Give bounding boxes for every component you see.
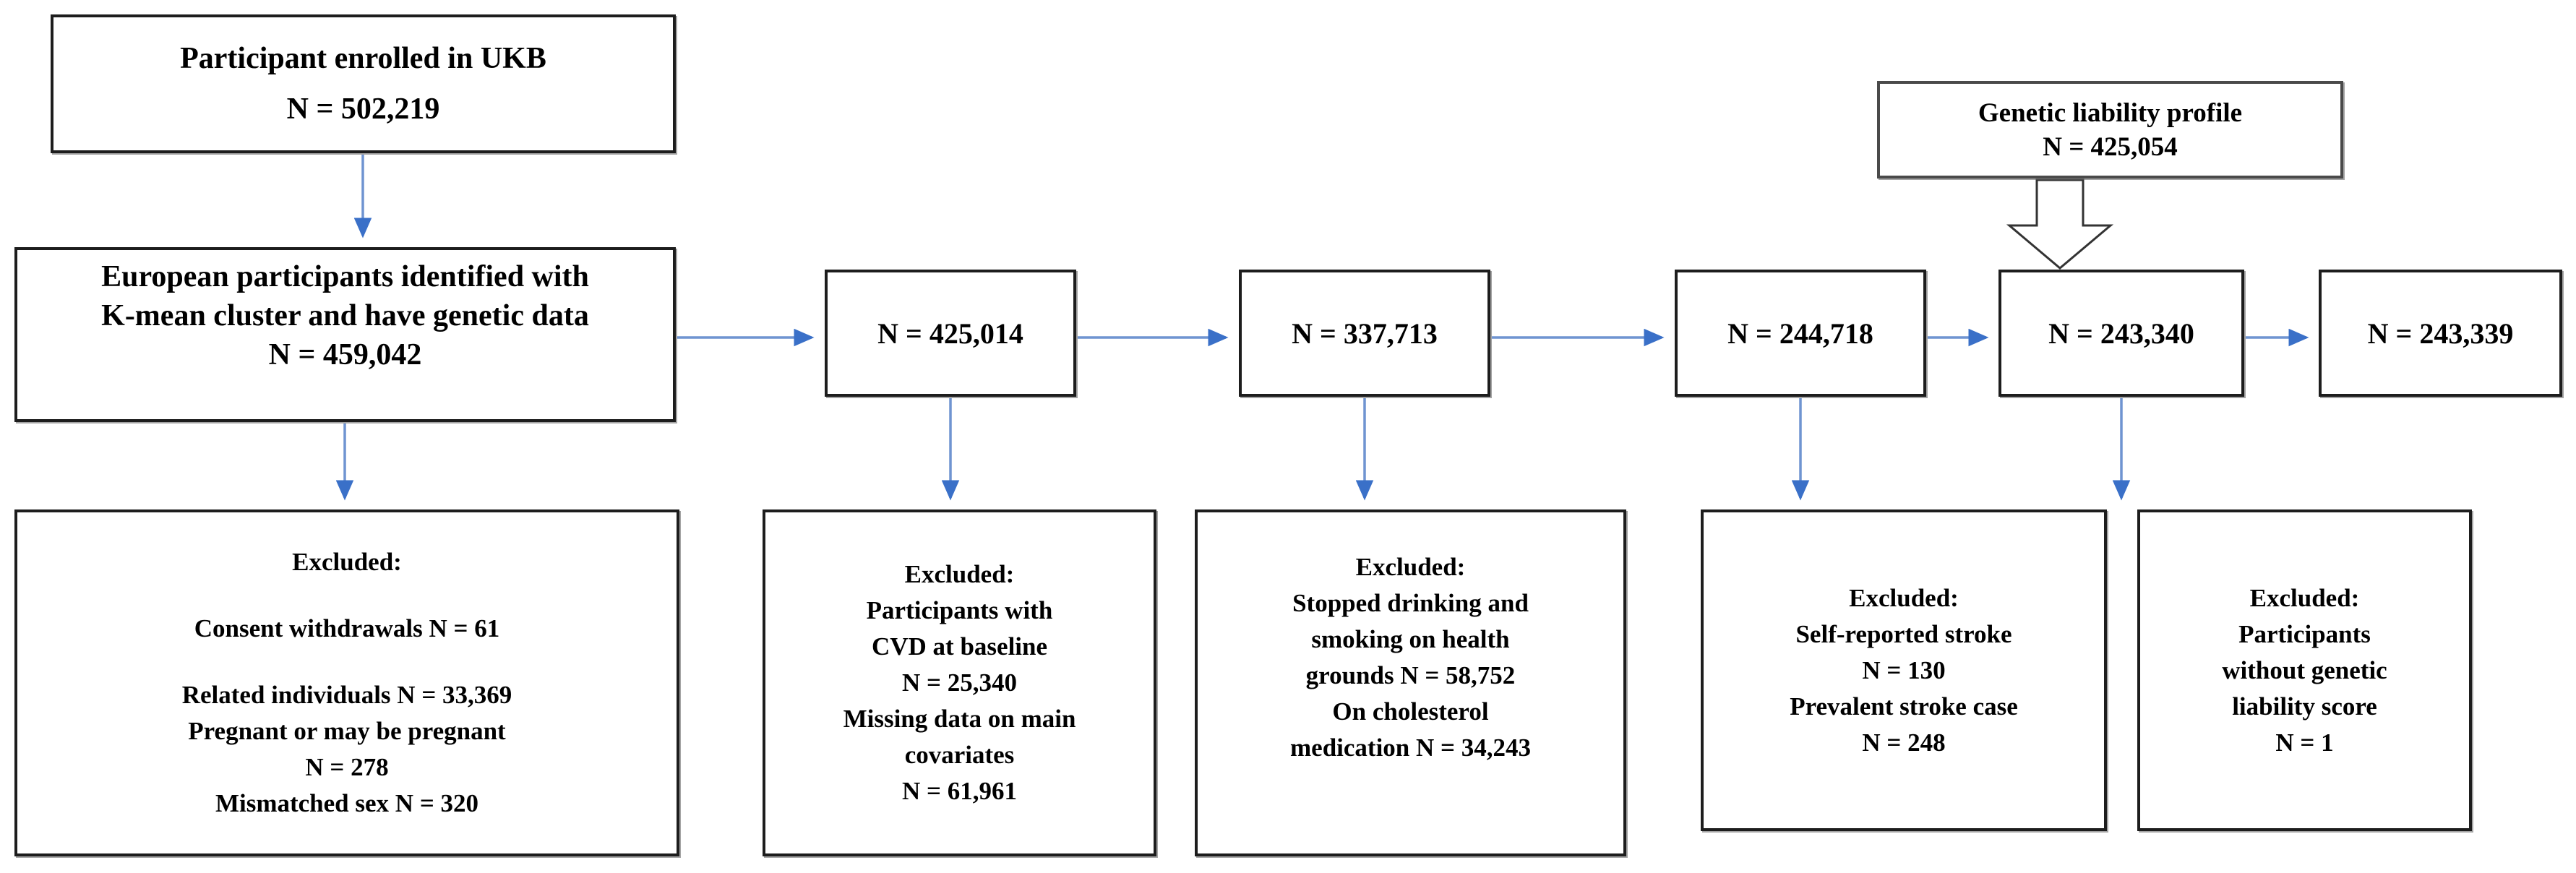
box-enrolled-title: Participant enrolled in UKB bbox=[180, 42, 546, 76]
excluded1-line3: Pregnant or may be pregnant bbox=[188, 717, 506, 745]
box-n-425014: N = 425,014 bbox=[825, 270, 1076, 397]
excluded3-line1: Stopped drinking and bbox=[1292, 589, 1529, 617]
box-european-line2: K-mean cluster and have genetic data bbox=[101, 299, 589, 332]
box-n-244718: N = 244,718 bbox=[1675, 270, 1926, 397]
box-n-337713-count: N = 337,713 bbox=[1292, 317, 1438, 350]
box-genetic-title: Genetic liability profile bbox=[1978, 98, 2243, 128]
box-excluded-baseline-qc: Excluded: Consent withdrawals N = 61 Rel… bbox=[14, 509, 679, 856]
excluded1-line5: Mismatched sex N = 320 bbox=[215, 789, 479, 817]
box-excluded-cvd-missing: Excluded: Participants with CVD at basel… bbox=[763, 509, 1156, 856]
box-genetic-liability-profile: Genetic liability profile N = 425,054 bbox=[1877, 81, 2343, 179]
box-european-participants: European participants identified with K-… bbox=[14, 247, 676, 422]
box-n-425014-count: N = 425,014 bbox=[877, 317, 1023, 350]
excluded5-line1: Participants bbox=[2238, 619, 2371, 648]
box-enrolled-ukb: Participant enrolled in UKB N = 502,219 bbox=[51, 14, 676, 153]
box-excluded-lifestyle-medication: Excluded: Stopped drinking and smoking o… bbox=[1195, 509, 1626, 856]
box-n-337713: N = 337,713 bbox=[1239, 270, 1490, 397]
box-n-243340: N = 243,340 bbox=[1998, 270, 2244, 397]
excluded2-line5: covariates bbox=[904, 741, 1015, 769]
excluded2-line4: Missing data on main bbox=[843, 705, 1076, 733]
excluded4-line2: N = 130 bbox=[1862, 655, 1946, 684]
excluded5-line4: N = 1 bbox=[2275, 728, 2334, 757]
excluded3-line3: grounds N = 58,752 bbox=[1305, 661, 1516, 689]
excluded1-line1: Consent withdrawals N = 61 bbox=[194, 614, 500, 642]
excluded4-line4: N = 248 bbox=[1862, 728, 1946, 757]
excluded1-line2: Related individuals N = 33,369 bbox=[181, 681, 512, 709]
box-n-244718-count: N = 244,718 bbox=[1727, 317, 1873, 350]
excluded2-line3: N = 25,340 bbox=[902, 668, 1017, 697]
box-enrolled-count: N = 502,219 bbox=[286, 92, 440, 126]
excluded4-line1: Self-reported stroke bbox=[1795, 619, 2012, 648]
hollow-down-arrow bbox=[2006, 179, 2114, 270]
box-n-243339: N = 243,339 bbox=[2319, 270, 2562, 397]
excluded2-heading: Excluded: bbox=[904, 560, 1015, 588]
excluded3-line5: medication N = 34,243 bbox=[1290, 734, 1531, 762]
excluded2-line6: N = 61,961 bbox=[902, 777, 1017, 805]
excluded3-line4: On cholesterol bbox=[1332, 697, 1489, 726]
excluded4-line3: Prevalent stroke case bbox=[1790, 692, 2018, 721]
excluded5-line3: liability score bbox=[2232, 692, 2377, 721]
excluded5-line2: without genetic bbox=[2222, 655, 2387, 684]
excluded1-heading: Excluded: bbox=[292, 548, 402, 576]
excluded5-heading: Excluded: bbox=[2249, 583, 2360, 612]
excluded1-line4: N = 278 bbox=[305, 753, 389, 781]
excluded4-heading: Excluded: bbox=[1849, 583, 1959, 612]
box-genetic-count: N = 425,054 bbox=[2043, 132, 2178, 162]
excluded3-line2: smoking on health bbox=[1311, 625, 1510, 653]
box-excluded-no-liability-score: Excluded: Participants without genetic l… bbox=[2137, 509, 2472, 831]
excluded2-line2: CVD at baseline bbox=[871, 632, 1048, 661]
box-n-243339-count: N = 243,339 bbox=[2367, 317, 2514, 350]
box-excluded-stroke: Excluded: Self-reported stroke N = 130 P… bbox=[1701, 509, 2107, 831]
excluded3-heading: Excluded: bbox=[1355, 553, 1466, 581]
box-european-count: N = 459,042 bbox=[268, 338, 422, 371]
excluded2-line1: Participants with bbox=[866, 596, 1053, 624]
box-european-line1: European participants identified with bbox=[101, 260, 589, 293]
box-n-243340-count: N = 243,340 bbox=[2048, 317, 2194, 350]
